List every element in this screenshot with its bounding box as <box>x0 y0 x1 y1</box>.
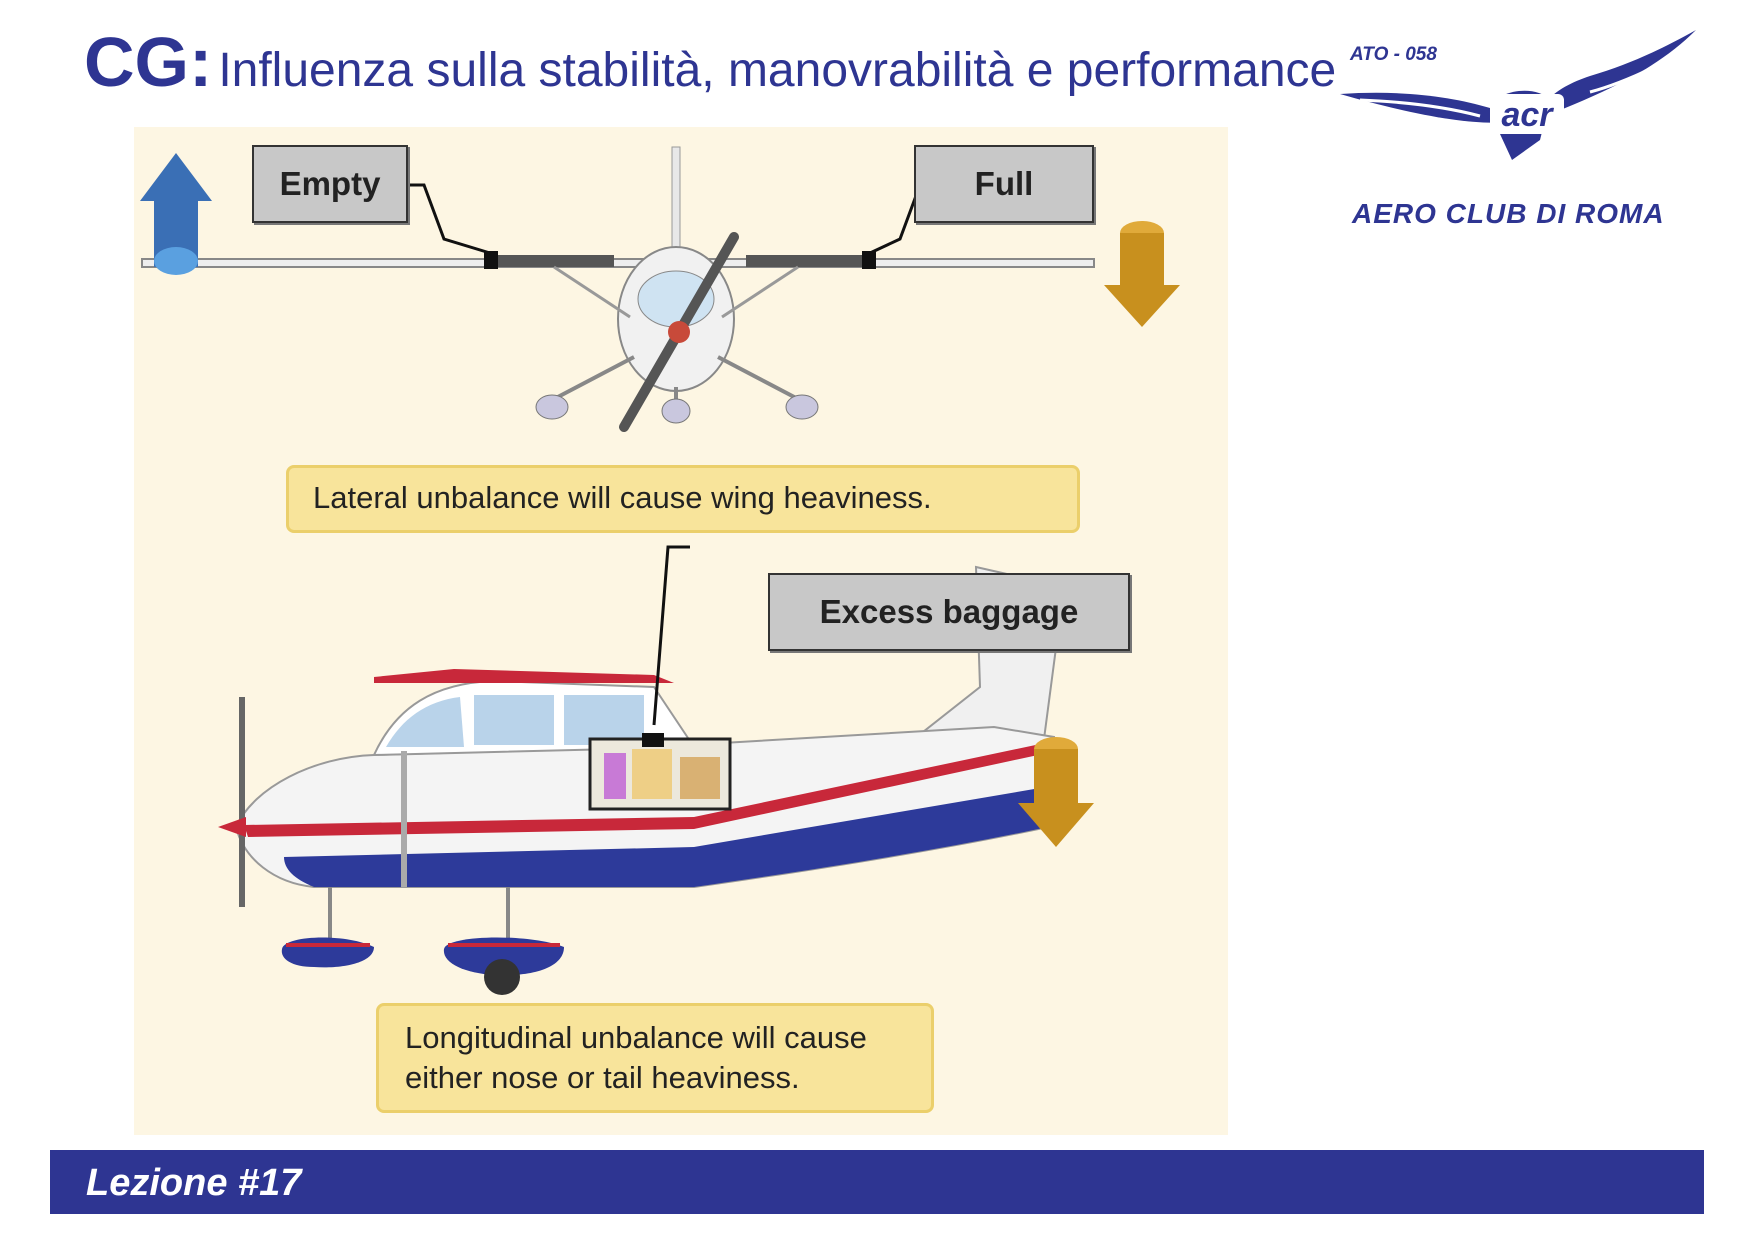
footer-bar: Lezione #17 <box>50 1150 1704 1214</box>
down-arrow-icon <box>1104 221 1180 327</box>
down-arrow-icon-tail <box>1018 737 1094 847</box>
eagle-logo-icon: acr <box>1340 30 1696 160</box>
caption-lateral-text: Lateral unbalance will cause wing heavin… <box>313 480 932 515</box>
label-empty: Empty <box>252 145 408 223</box>
logo-monogram: acr <box>1501 96 1554 134</box>
side-view-airplane <box>218 545 1066 995</box>
front-view-airplane <box>141 146 1095 432</box>
airplane-illustration <box>140 146 1180 995</box>
title-cg: CG: <box>84 23 213 101</box>
caption-longitudinal-line1: Longitudinal unbalance will cause <box>405 1020 867 1055</box>
label-excess-baggage: Excess baggage <box>768 573 1130 651</box>
label-full: Full <box>914 145 1094 223</box>
cg-diagram: Empty Full Excess baggage Lateral unbala… <box>134 127 1228 1135</box>
caption-lateral: Lateral unbalance will cause wing heavin… <box>286 465 1080 533</box>
logo-name: AERO CLUB DI ROMA <box>1352 198 1665 229</box>
lesson-number: Lezione #17 <box>86 1162 302 1204</box>
caption-longitudinal: Longitudinal unbalance will cause either… <box>376 1003 934 1113</box>
caption-longitudinal-line2: either nose or tail heaviness. <box>405 1060 800 1095</box>
slide-title: CG:Influenza sulla stabilità, manovrabil… <box>84 22 1336 102</box>
ato-code: ATO - 058 <box>1350 44 1437 65</box>
up-arrow-icon <box>140 153 212 275</box>
title-subtitle: Influenza sulla stabilità, manovrabilità… <box>218 44 1337 97</box>
